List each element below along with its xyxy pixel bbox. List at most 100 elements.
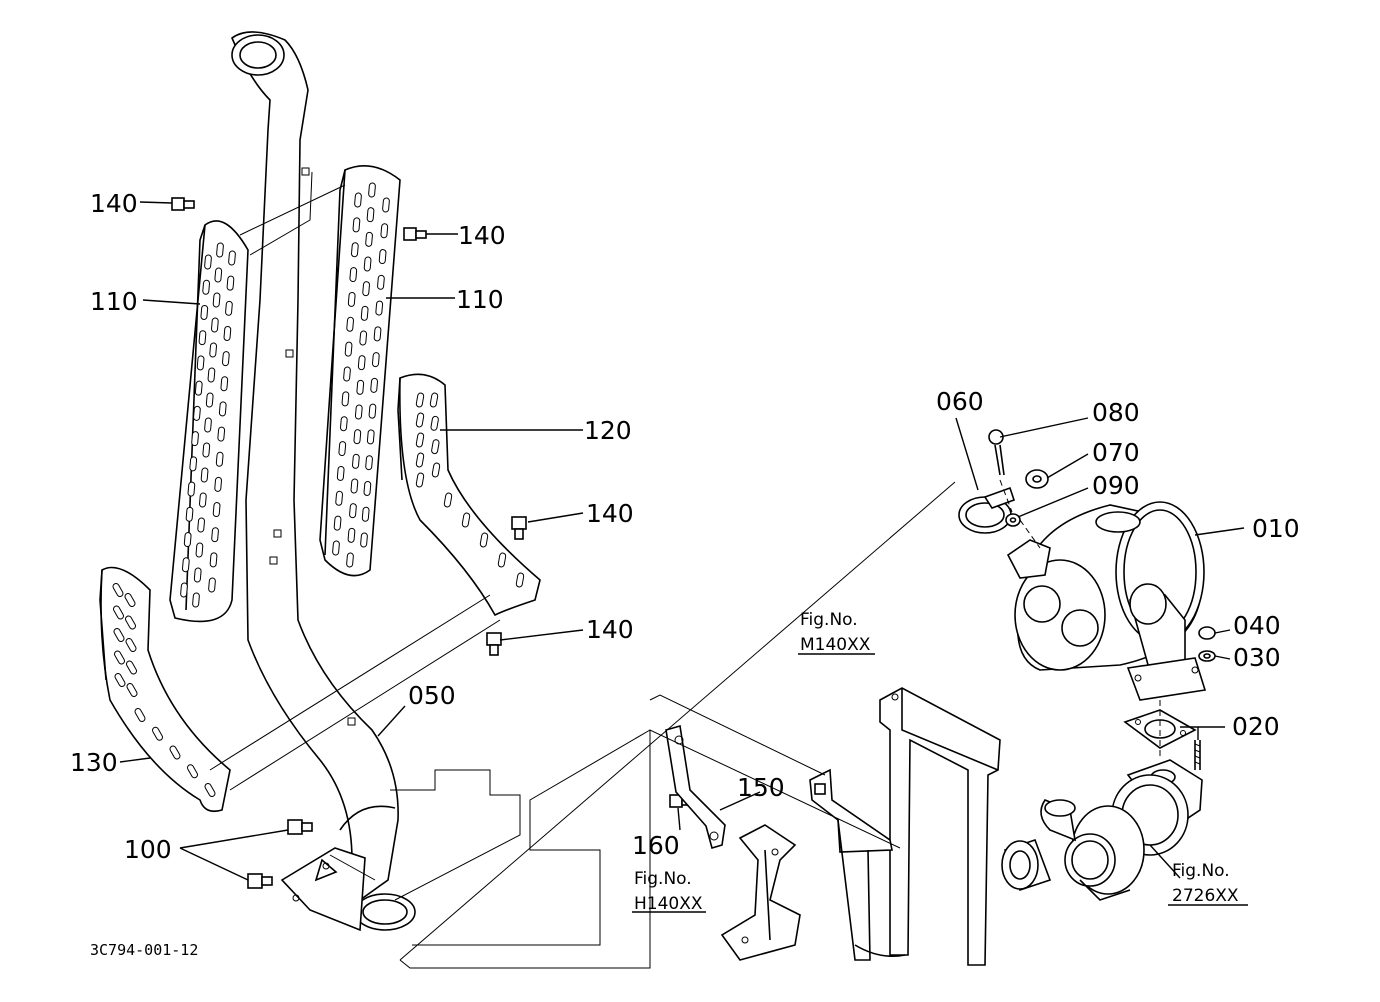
guard-slot [360,532,368,548]
guard-slot [461,512,471,528]
guard-slot [340,416,348,432]
guard-slot [113,605,124,620]
guard-slot [225,300,233,316]
guard-slot [431,462,441,478]
guard-slot [198,330,207,346]
guard-slot [223,325,232,341]
guard-slot [366,207,375,223]
guard-slot [515,572,525,588]
heat-guard-130 [99,566,231,813]
leader-lines [119,201,1248,913]
callout-030: 030 [1233,643,1281,672]
guard-slot [209,552,218,568]
guard-slot [368,182,376,198]
guard-slot [207,367,216,383]
guard-slot [363,256,372,272]
guard-slot [349,503,357,519]
guard-slot [197,517,205,533]
guard-slot [217,426,226,442]
guard-slot [204,783,216,797]
nut-070 [1025,469,1049,489]
guard-slot [169,745,181,760]
guard-slot [181,557,190,573]
guard-slot [212,502,221,518]
guard-slot [382,197,390,213]
guard-slot [226,275,235,291]
guard-slot [214,267,223,283]
guard-slot [443,492,453,508]
guard-slot [220,376,229,392]
guard-slot [363,480,372,496]
guard-slot [193,405,201,421]
guard-slot [431,439,440,455]
guard-slot [351,242,359,258]
guard-slot [343,366,351,382]
bolt-100-lower [247,873,273,889]
guard-slot [352,217,361,233]
guard-slot [352,453,360,469]
guard-slot [429,392,439,408]
guard-slot [202,279,211,295]
guard-slot [152,726,163,741]
guard-slot [113,628,125,642]
fig-ref-m-label: Fig.No. [800,610,858,630]
callout-140-top-left: 140 [90,189,138,218]
guard-slot [191,431,199,447]
guard-slot [187,764,198,779]
callout-140-mid: 140 [586,499,634,528]
guard-slot [211,317,219,333]
guard-slot [183,532,192,548]
guard-slot [360,305,369,321]
callout-060: 060 [936,387,984,416]
fig-ref-t-label: Fig.No. [1172,861,1230,881]
guard-slot [218,401,227,417]
turbocharger [1001,759,1203,901]
callout-110-right: 110 [456,285,504,314]
guard-slot [370,377,379,393]
guard-slot [365,455,373,471]
guard-slot [195,542,204,558]
heat-guard-110-right [319,164,401,577]
guard-slot [200,467,209,483]
callout-070: 070 [1092,438,1140,467]
guard-slot [204,254,212,270]
callout-100: 100 [124,835,172,864]
heat-guard-110-left [169,220,249,623]
guard-slot [114,650,125,665]
guard-slot [359,330,368,346]
guard-slot [214,476,223,492]
guard-slot [199,492,207,508]
guard-slot [430,415,439,431]
callout-130: 130 [70,748,118,777]
guard-slot [354,192,362,208]
guard-slot [204,417,212,433]
guard-slot [185,506,194,522]
heat-guard-120 [397,373,541,617]
nut-040 [1198,626,1216,640]
gasket-020 [1123,709,1197,749]
guard-slot [479,532,489,548]
guard-slot [354,404,363,420]
callout-020: 020 [1232,712,1280,741]
guard-slot [346,316,354,332]
guard-slot [212,292,221,308]
guard-slot [202,442,211,458]
frame-m140xx [809,687,1001,966]
guard-slot [346,552,354,568]
callout-080: 080 [1092,398,1140,427]
guard-slot [196,355,205,371]
guard-slot [192,592,200,608]
guard-slot [375,300,384,316]
bolt-140-top-right [403,227,427,241]
callout-140-low: 140 [586,615,634,644]
guard-slot [497,552,507,568]
callout-040: 040 [1233,611,1281,640]
callout-010: 010 [1252,514,1300,543]
guard-slot [336,465,345,481]
guard-slot [415,452,425,468]
stud [1194,740,1201,770]
frame-h140xx [720,824,801,961]
guard-slot [112,583,124,597]
guard-slot [362,281,370,297]
